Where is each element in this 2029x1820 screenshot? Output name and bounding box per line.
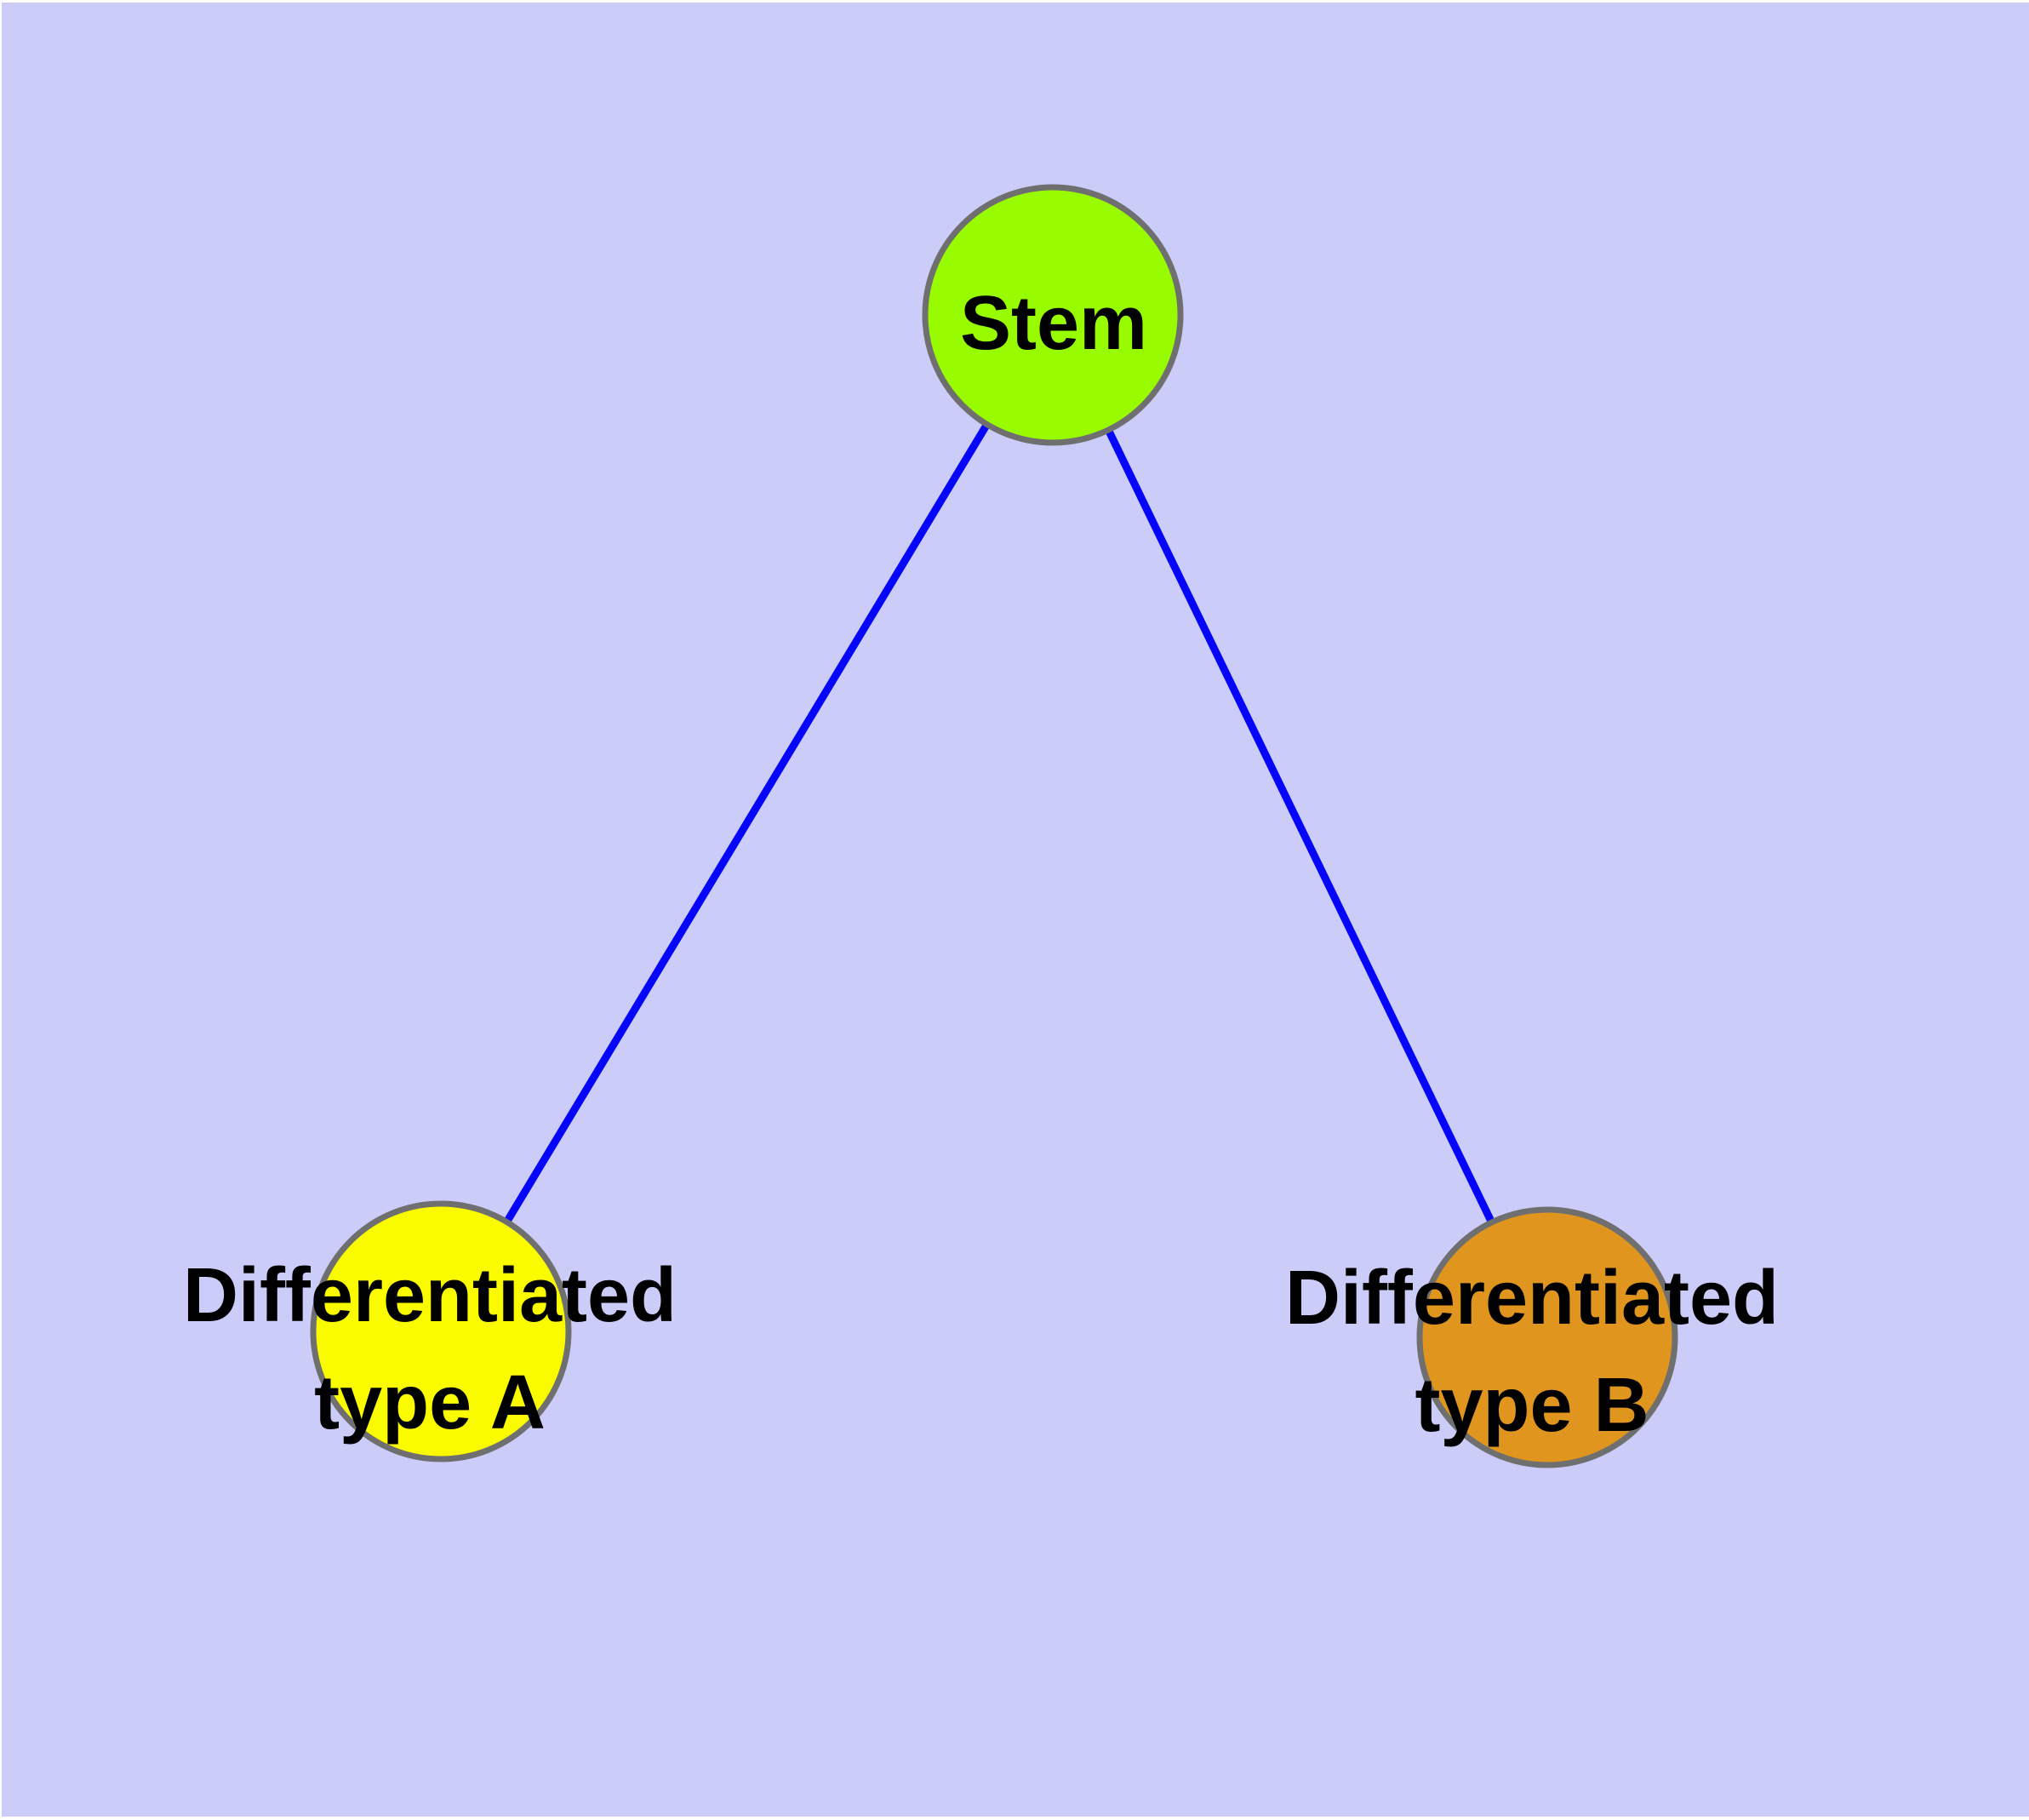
node-differentiated-type-a (310, 1200, 572, 1462)
node-type-b-label-line1: Differentiated (1285, 1256, 1779, 1341)
node-stem (922, 184, 1184, 446)
edge-stem-to-type-b (1049, 313, 1552, 1339)
node-type-b-label-line2: type B (1415, 1363, 1649, 1448)
node-stem-label: Stem (960, 281, 1147, 366)
node-type-a-label-line1: Differentiated (183, 1253, 677, 1338)
node-type-a-label-line2: type A (314, 1360, 546, 1445)
edge-stem-to-type-a (437, 312, 1056, 1334)
node-differentiated-type-b (1416, 1206, 1678, 1468)
